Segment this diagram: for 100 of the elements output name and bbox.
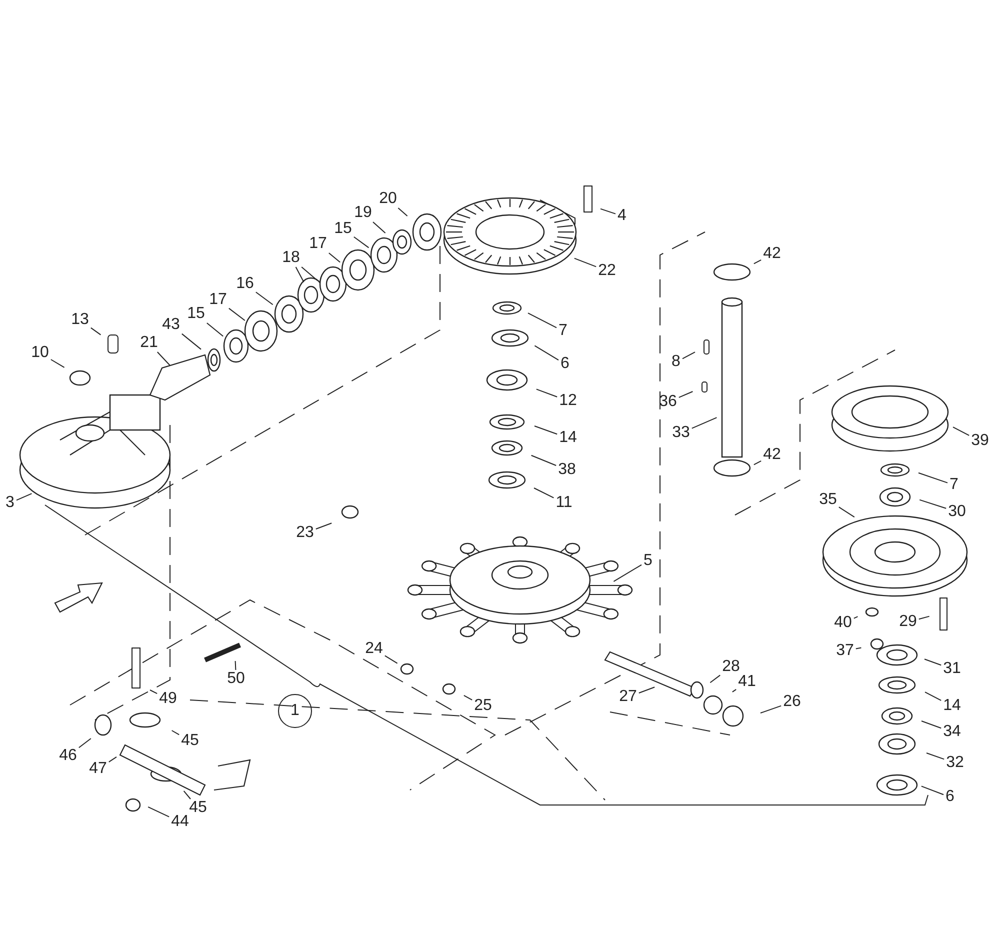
leader-line: [691, 417, 718, 429]
callout-number: 26: [783, 694, 801, 710]
callout-number: 36: [659, 394, 677, 410]
leader-line: [920, 786, 944, 796]
callout-number: 45: [181, 733, 199, 749]
leader-line: [108, 756, 117, 762]
leader-line: [150, 690, 158, 694]
callout-number: 4: [618, 208, 626, 224]
leader-line: [534, 345, 559, 361]
leader-line: [919, 499, 947, 509]
leader-line: [255, 292, 274, 306]
leader-line: [90, 327, 102, 336]
leader-line: [228, 308, 246, 321]
callout-number: 30: [948, 504, 966, 520]
callout-number: 21: [140, 335, 158, 351]
callout-number: 46: [59, 748, 77, 764]
leader-line: [574, 258, 597, 268]
leader-line: [682, 352, 696, 360]
callout-number: 15: [187, 306, 205, 322]
callout-number: 35: [819, 492, 837, 508]
callout-number: 14: [943, 698, 961, 714]
leader-line: [206, 322, 224, 337]
callout-number: 49: [159, 691, 177, 707]
callout-number: 33: [672, 425, 690, 441]
callout-number: 40: [834, 615, 852, 631]
leader-line: [855, 647, 862, 650]
leader-line: [534, 488, 554, 498]
callout-number: 47: [89, 761, 107, 777]
leader-line: [50, 359, 65, 368]
leader-line: [398, 208, 408, 216]
callout-number: 32: [946, 755, 964, 771]
leader-line: [183, 790, 191, 800]
leader-line: [148, 806, 170, 818]
leader-line: [78, 738, 92, 748]
circled-callout-number: 1: [278, 694, 312, 728]
callout-number: 28: [722, 659, 740, 675]
leader-line: [171, 730, 180, 736]
callout-number: 22: [598, 263, 616, 279]
callout-number: 5: [644, 553, 652, 569]
callout-number: 3: [6, 495, 14, 511]
callout-number: 43: [162, 317, 180, 333]
callout-number: 29: [899, 614, 917, 630]
callout-number: 45: [189, 800, 207, 816]
leader-line: [732, 688, 737, 692]
callout-number: 24: [365, 641, 383, 657]
callout-number: 19: [354, 205, 372, 221]
leader-line: [926, 752, 945, 760]
callout-number: 13: [71, 312, 89, 328]
callout-number: 10: [31, 345, 49, 361]
leader-line: [156, 352, 170, 366]
leader-line: [301, 266, 318, 281]
callout-number: 38: [558, 462, 576, 478]
callout-number: 25: [474, 698, 492, 714]
leader-line: [760, 705, 782, 714]
leader-line: [600, 208, 616, 214]
callout-number: 16: [236, 276, 254, 292]
callout-number: 23: [296, 525, 314, 541]
leader-line: [853, 616, 858, 619]
callout-number: 6: [560, 356, 570, 372]
leader-line: [678, 391, 694, 398]
leader-line: [838, 506, 855, 518]
callout-number: 12: [559, 393, 577, 409]
callout-number: 8: [672, 354, 680, 370]
callout-number: 42: [763, 447, 781, 463]
leader-line: [638, 686, 656, 694]
leader-line: [181, 333, 202, 350]
leader-line: [234, 660, 236, 670]
leader-line: [295, 266, 304, 283]
callout-number: 20: [379, 191, 397, 207]
callout-number: 37: [836, 643, 854, 659]
leader-line: [384, 655, 398, 664]
leader-line: [924, 692, 942, 701]
callout-number: 7: [950, 477, 958, 493]
leader-line: [918, 472, 948, 484]
callout-number: 39: [971, 433, 989, 449]
callout-number: 41: [738, 674, 756, 690]
callout-number: 17: [309, 236, 327, 252]
leader-line: [530, 454, 557, 466]
callout-number: 31: [943, 661, 961, 677]
callout-number: 44: [171, 814, 189, 830]
callout-number: 42: [763, 246, 781, 262]
leader-line: [534, 426, 558, 435]
leader-line: [536, 388, 558, 398]
leader-line: [328, 252, 341, 263]
leader-line: [952, 426, 970, 436]
callout-number: 34: [943, 724, 961, 740]
leader-line: [528, 312, 557, 328]
callout-number: 18: [282, 250, 300, 266]
callout-number: 50: [227, 671, 245, 687]
leader-line: [613, 564, 642, 582]
callout-number: 6: [946, 789, 954, 805]
leader-line: [710, 674, 721, 684]
leader-line: [921, 720, 942, 729]
leader-line: [372, 222, 386, 234]
leader-line: [924, 658, 942, 666]
leader-line: [16, 493, 32, 501]
leader-line: [463, 694, 473, 700]
leader-line: [753, 259, 762, 264]
leader-line: [753, 460, 762, 466]
callout-number: 7: [558, 323, 568, 339]
